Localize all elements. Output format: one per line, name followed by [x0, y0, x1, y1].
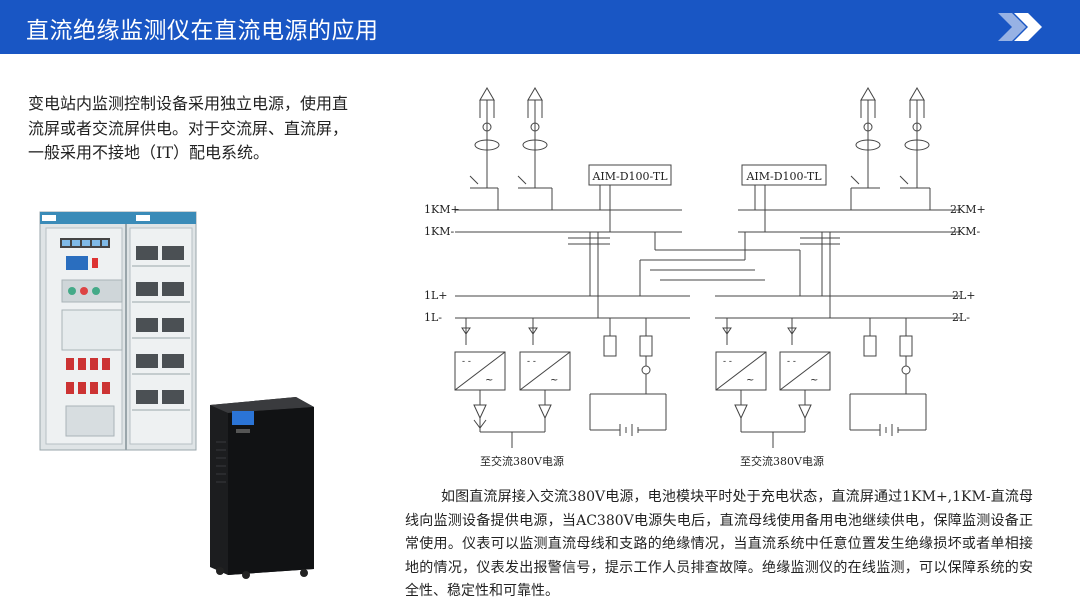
page-title: 直流绝缘监测仪在直流电源的应用 — [26, 18, 379, 44]
title-bar: 直流绝缘监测仪在直流电源的应用 — [0, 0, 1080, 54]
label-1l-minus: 1L- — [424, 311, 442, 324]
svg-text:~: ~ — [485, 375, 493, 386]
label-2km-plus: 2KM+ — [950, 203, 986, 216]
left-battery-branch — [589, 318, 667, 436]
monitor-device-left — [588, 164, 672, 186]
device-label-right: AIM-D100-TL — [745, 170, 822, 183]
right-charger-modules: - - ~ - - ~ — [715, 318, 831, 448]
ac-source-label-left: 至交流380V电源 — [480, 454, 564, 468]
ups-tower-image — [210, 397, 314, 579]
label-1km-plus: 1KM+ — [424, 203, 460, 216]
ac-source-label-right: 至交流380V电源 — [740, 454, 824, 468]
svg-text:~: ~ — [550, 375, 558, 386]
svg-text:- -: - - — [462, 357, 471, 367]
double-chevron-right-icon — [998, 13, 1042, 41]
left-feeder-stack — [469, 87, 553, 210]
monitor-device-right — [741, 164, 827, 186]
svg-text:~: ~ — [810, 375, 818, 386]
intro-text: 变电站内监测控制设备采用独立电源，使用直流屏或者交流屏供电。对于交流屏、直流屏，… — [28, 94, 349, 162]
device-label-left: AIM-D100-TL — [591, 170, 668, 183]
right-feeder-stack — [850, 87, 931, 210]
dc-power-cabinet-image — [39, 211, 197, 451]
description-text: 如图直流屏接入交流380V电源，电池模块平时处于充电状态，直流屏通过1KM+,1… — [405, 489, 1033, 599]
svg-text:- -: - - — [527, 357, 536, 367]
svg-text:- -: - - — [787, 357, 796, 367]
left-charger-modules: - - ~ - - ~ — [454, 318, 571, 448]
right-battery-branch — [849, 318, 927, 436]
circuit-diagram: - - ~ - - ~ — [424, 87, 986, 468]
svg-text:- -: - - — [723, 357, 732, 367]
label-2km-minus: 2KM- — [950, 225, 980, 238]
label-2l-plus: 2L+ — [952, 289, 976, 302]
label-2l-minus: 2L- — [952, 311, 970, 324]
label-1l-plus: 1L+ — [424, 289, 448, 302]
svg-text:~: ~ — [746, 375, 754, 386]
label-1km-minus: 1KM- — [424, 225, 454, 238]
